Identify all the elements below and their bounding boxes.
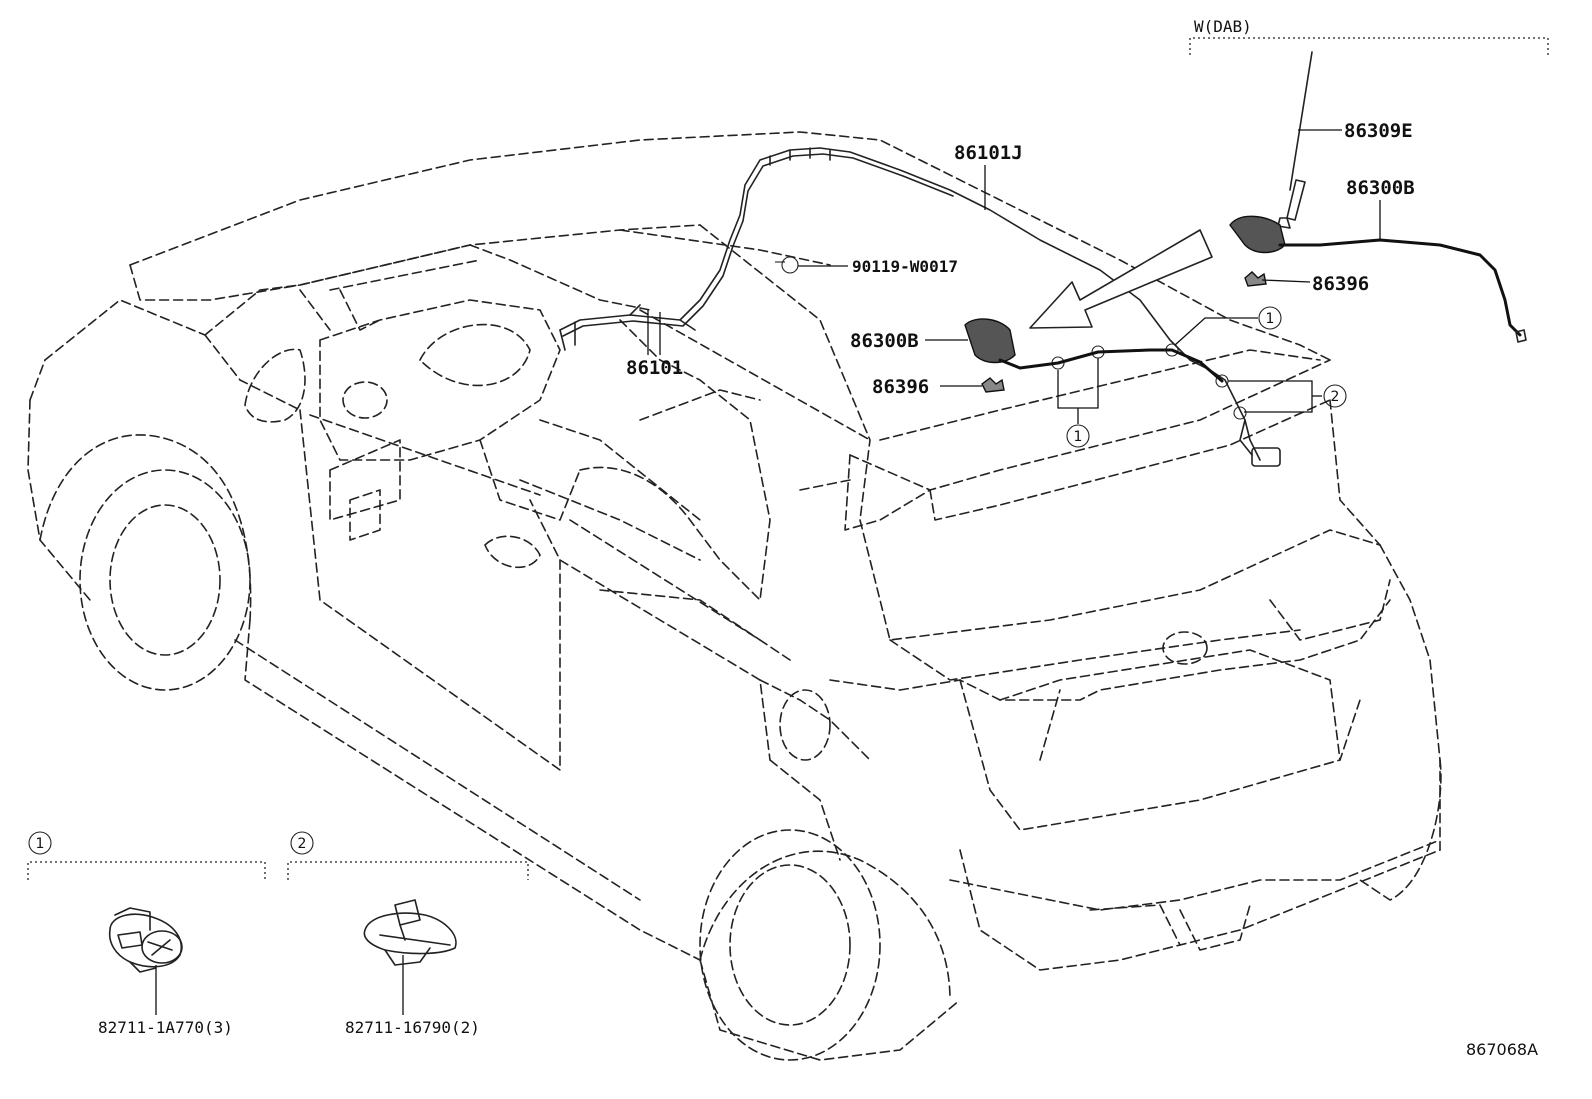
label-antenna-base-left: 86300B bbox=[850, 330, 919, 352]
label-clip-right: 86396 bbox=[1312, 273, 1369, 295]
svg-text:2: 2 bbox=[1331, 389, 1340, 405]
clip-left bbox=[981, 377, 1005, 393]
antenna-cord-86101j bbox=[559, 147, 1281, 467]
callout-1-upper: 1 bbox=[1258, 306, 1282, 330]
antenna-base-left bbox=[964, 318, 1224, 383]
car-body-outline bbox=[27, 131, 1442, 1061]
callout-1-legend: 1 bbox=[28, 831, 52, 855]
label-cord-front: 86101 bbox=[626, 357, 683, 379]
svg-text:2: 2 bbox=[298, 836, 307, 852]
callout-2-legend: 2 bbox=[290, 831, 314, 855]
callout-2-right: 2 bbox=[1323, 384, 1347, 408]
svg-text:1: 1 bbox=[1074, 429, 1083, 445]
label-antenna-base-right: 86300B bbox=[1346, 177, 1415, 199]
label-clamp-1-part: 82711-1A770(3) bbox=[98, 1018, 233, 1037]
label-clip-left: 86396 bbox=[872, 376, 929, 398]
antenna-base-right bbox=[1229, 215, 1527, 343]
clip-right bbox=[1244, 271, 1267, 287]
clamp-1-illustration bbox=[108, 907, 183, 973]
variant-header-label: W(DAB) bbox=[1194, 17, 1252, 36]
antenna-rod bbox=[1277, 51, 1313, 229]
clamp-2-illustration bbox=[363, 899, 457, 966]
label-antenna-rod: 86309E bbox=[1344, 120, 1413, 142]
label-bolt: 90119-W0017 bbox=[852, 257, 958, 276]
label-clamp-2-part: 82711-16790(2) bbox=[345, 1018, 480, 1037]
svg-text:1: 1 bbox=[36, 836, 45, 852]
leader-lines bbox=[27, 37, 1549, 1015]
callout-1-lower: 1 bbox=[1066, 424, 1090, 448]
label-cord-roof: 86101J bbox=[954, 142, 1023, 164]
direction-arrow bbox=[1029, 229, 1213, 329]
svg-text:1: 1 bbox=[1266, 311, 1275, 327]
diagram-reference-code: 867068A bbox=[1466, 1040, 1538, 1059]
